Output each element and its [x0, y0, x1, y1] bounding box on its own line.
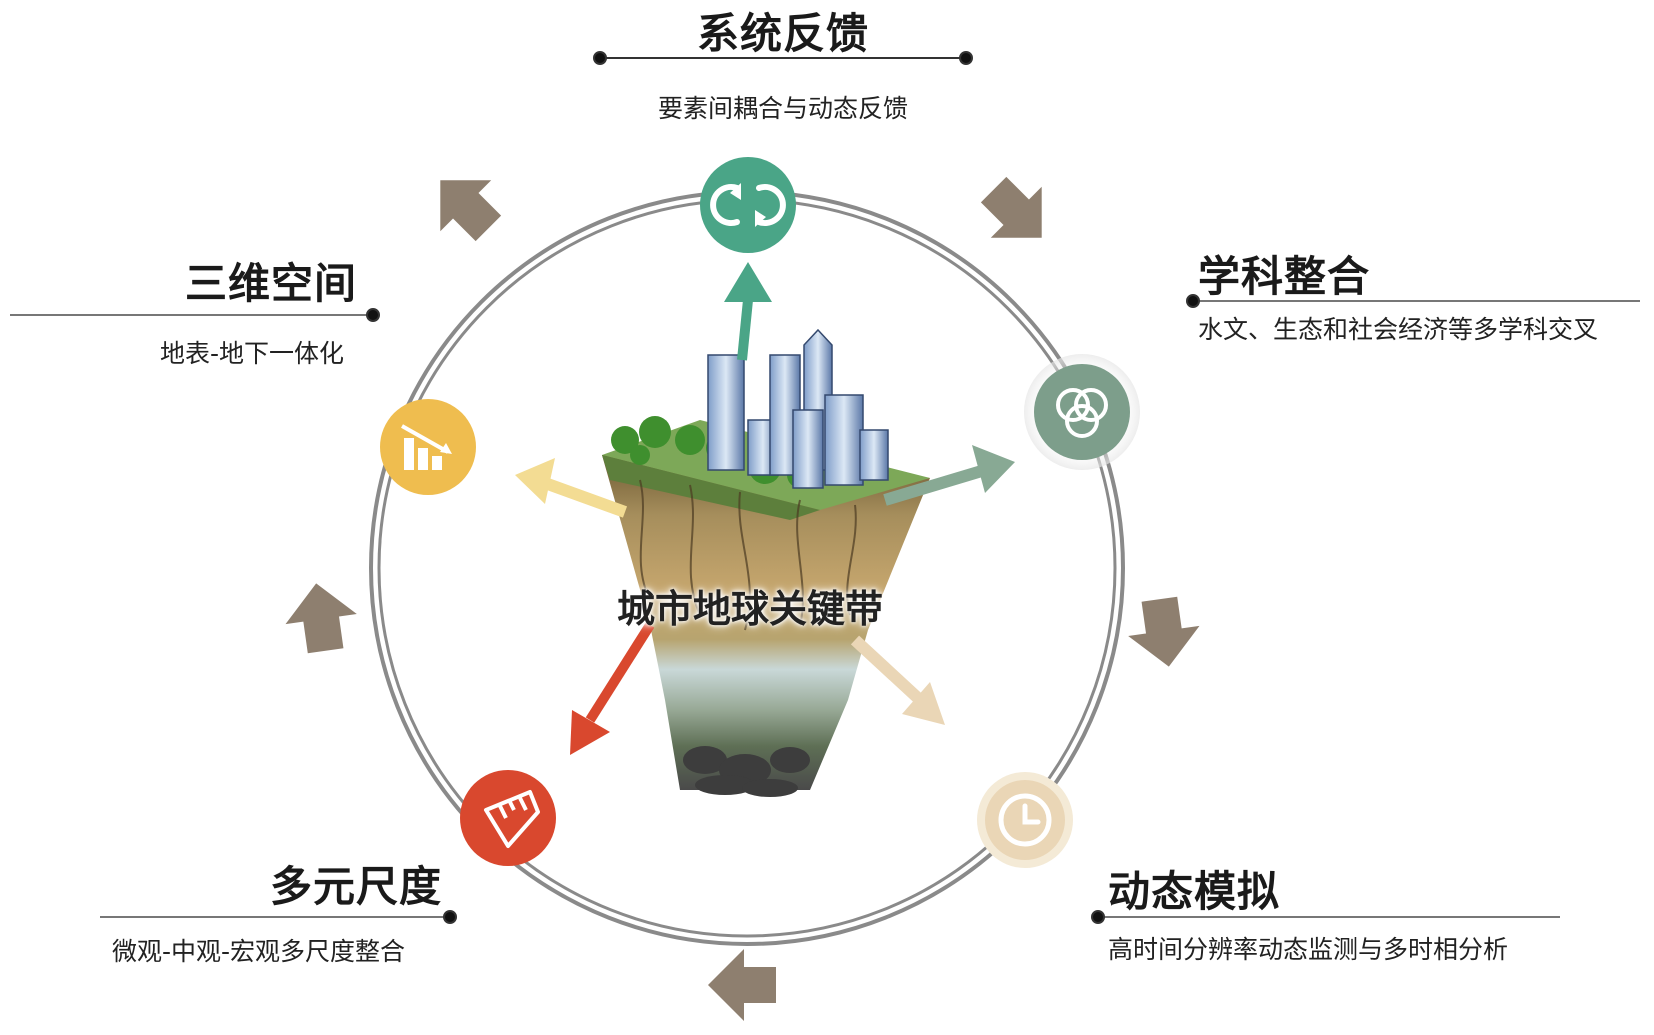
node-simulation — [977, 772, 1073, 868]
node-title: 系统反馈 — [696, 9, 869, 58]
label-dividers — [10, 51, 1640, 924]
label-simulation-sub: 高时间分辨率动态监测与多时相分析 — [1108, 930, 1508, 966]
cycle-arrow-3 — [1128, 596, 1200, 667]
arrow-to-space3d — [515, 458, 628, 518]
node-subtitle: 微观-中观-宏观多尺度整合 — [112, 937, 406, 966]
cycle-arrow-4 — [708, 949, 776, 1021]
venn-circles-icon — [1056, 388, 1108, 438]
cycle-arrow-2 — [980, 176, 1042, 238]
node-space3d — [380, 399, 476, 495]
node-subtitle: 要素间耦合与动态反馈 — [657, 94, 908, 123]
node-integration — [1024, 354, 1140, 470]
node-subtitle: 水文、生态和社会经济等多学科交叉 — [1198, 315, 1599, 344]
label-integration-sub: 水文、生态和社会经济等多学科交叉 — [1198, 310, 1598, 346]
node-subtitle: 地表-地下一体化 — [160, 339, 345, 368]
ruler-icon — [484, 790, 540, 848]
label-integration: 学科整合 — [1198, 243, 1370, 304]
node-title: 多元尺度 — [270, 862, 443, 911]
cycle-arrow-1 — [440, 180, 502, 242]
divider-simulation — [1091, 910, 1560, 924]
node-title: 学科整合 — [1198, 252, 1371, 301]
label-space3d-sub: 地表-地下一体化 — [160, 334, 344, 370]
arrow-to-simulation — [850, 635, 945, 725]
divider-space3d — [10, 308, 380, 322]
cycle-arrows — [285, 176, 1200, 1021]
refresh-icon — [710, 184, 786, 226]
node-title: 三维空间 — [185, 259, 358, 308]
bar-chart-icon — [401, 424, 452, 470]
center-title: 城市地球关键带 — [616, 587, 883, 631]
soil-block-illustration — [602, 328, 930, 797]
arrow-to-integration — [883, 445, 1015, 506]
node-multiscale — [460, 770, 556, 866]
clock-icon — [998, 793, 1052, 847]
arrow-to-multiscale — [570, 622, 655, 755]
divider-multiscale — [100, 910, 457, 924]
label-multiscale-sub: 微观-中观-宏观多尺度整合 — [112, 932, 405, 968]
node-feedback — [700, 157, 796, 253]
label-space3d: 三维空间 — [185, 250, 357, 311]
node-title: 动态模拟 — [1108, 867, 1281, 916]
node-subtitle: 高时间分辨率动态监测与多时相分析 — [1108, 935, 1509, 964]
arrow-to-feedback — [724, 262, 772, 361]
radiating-arrows — [515, 262, 1015, 755]
divider-integration — [1186, 294, 1640, 308]
label-feedback: 系统反馈 要素间耦合与动态反馈 — [600, 0, 966, 125]
label-simulation: 动态模拟 — [1108, 858, 1280, 919]
cycle-arrow-5 — [285, 583, 357, 654]
label-multiscale: 多元尺度 — [270, 853, 442, 914]
divider-feedback — [593, 51, 973, 65]
